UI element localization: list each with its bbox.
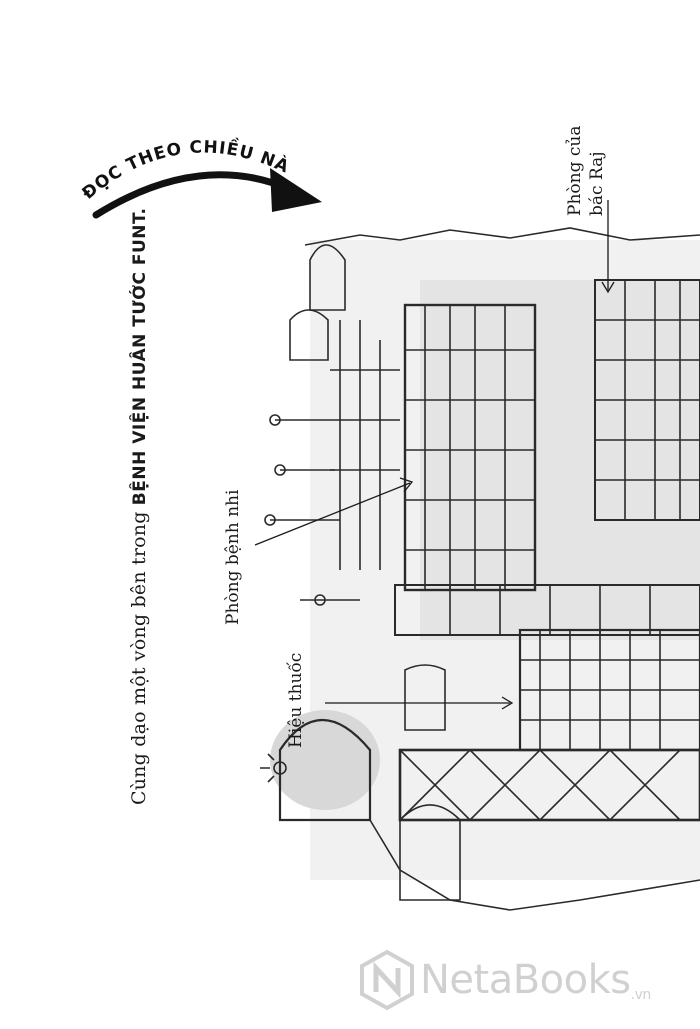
label-pharmacy: Hiệu thuốc <box>286 652 306 748</box>
label-pediatric-ward: Phòng bệnh nhi <box>223 489 243 625</box>
label-raj-room: Phòng của bác Raj <box>564 126 608 216</box>
label-raj-room-line1: Phòng của <box>565 125 585 216</box>
watermark: NetaBooks.vn <box>360 950 651 1010</box>
hospital-building-illustration <box>260 227 700 911</box>
netabooks-logo-icon <box>360 950 414 1010</box>
read-direction-arrow-icon: ĐỌC THEO CHIỀU NÀY <box>60 120 322 219</box>
pediatric-ward-pointer <box>254 482 411 546</box>
label-raj-room-line2: bác Raj <box>587 151 607 216</box>
watermark-brand: NetaBooks.vn <box>420 957 651 1003</box>
